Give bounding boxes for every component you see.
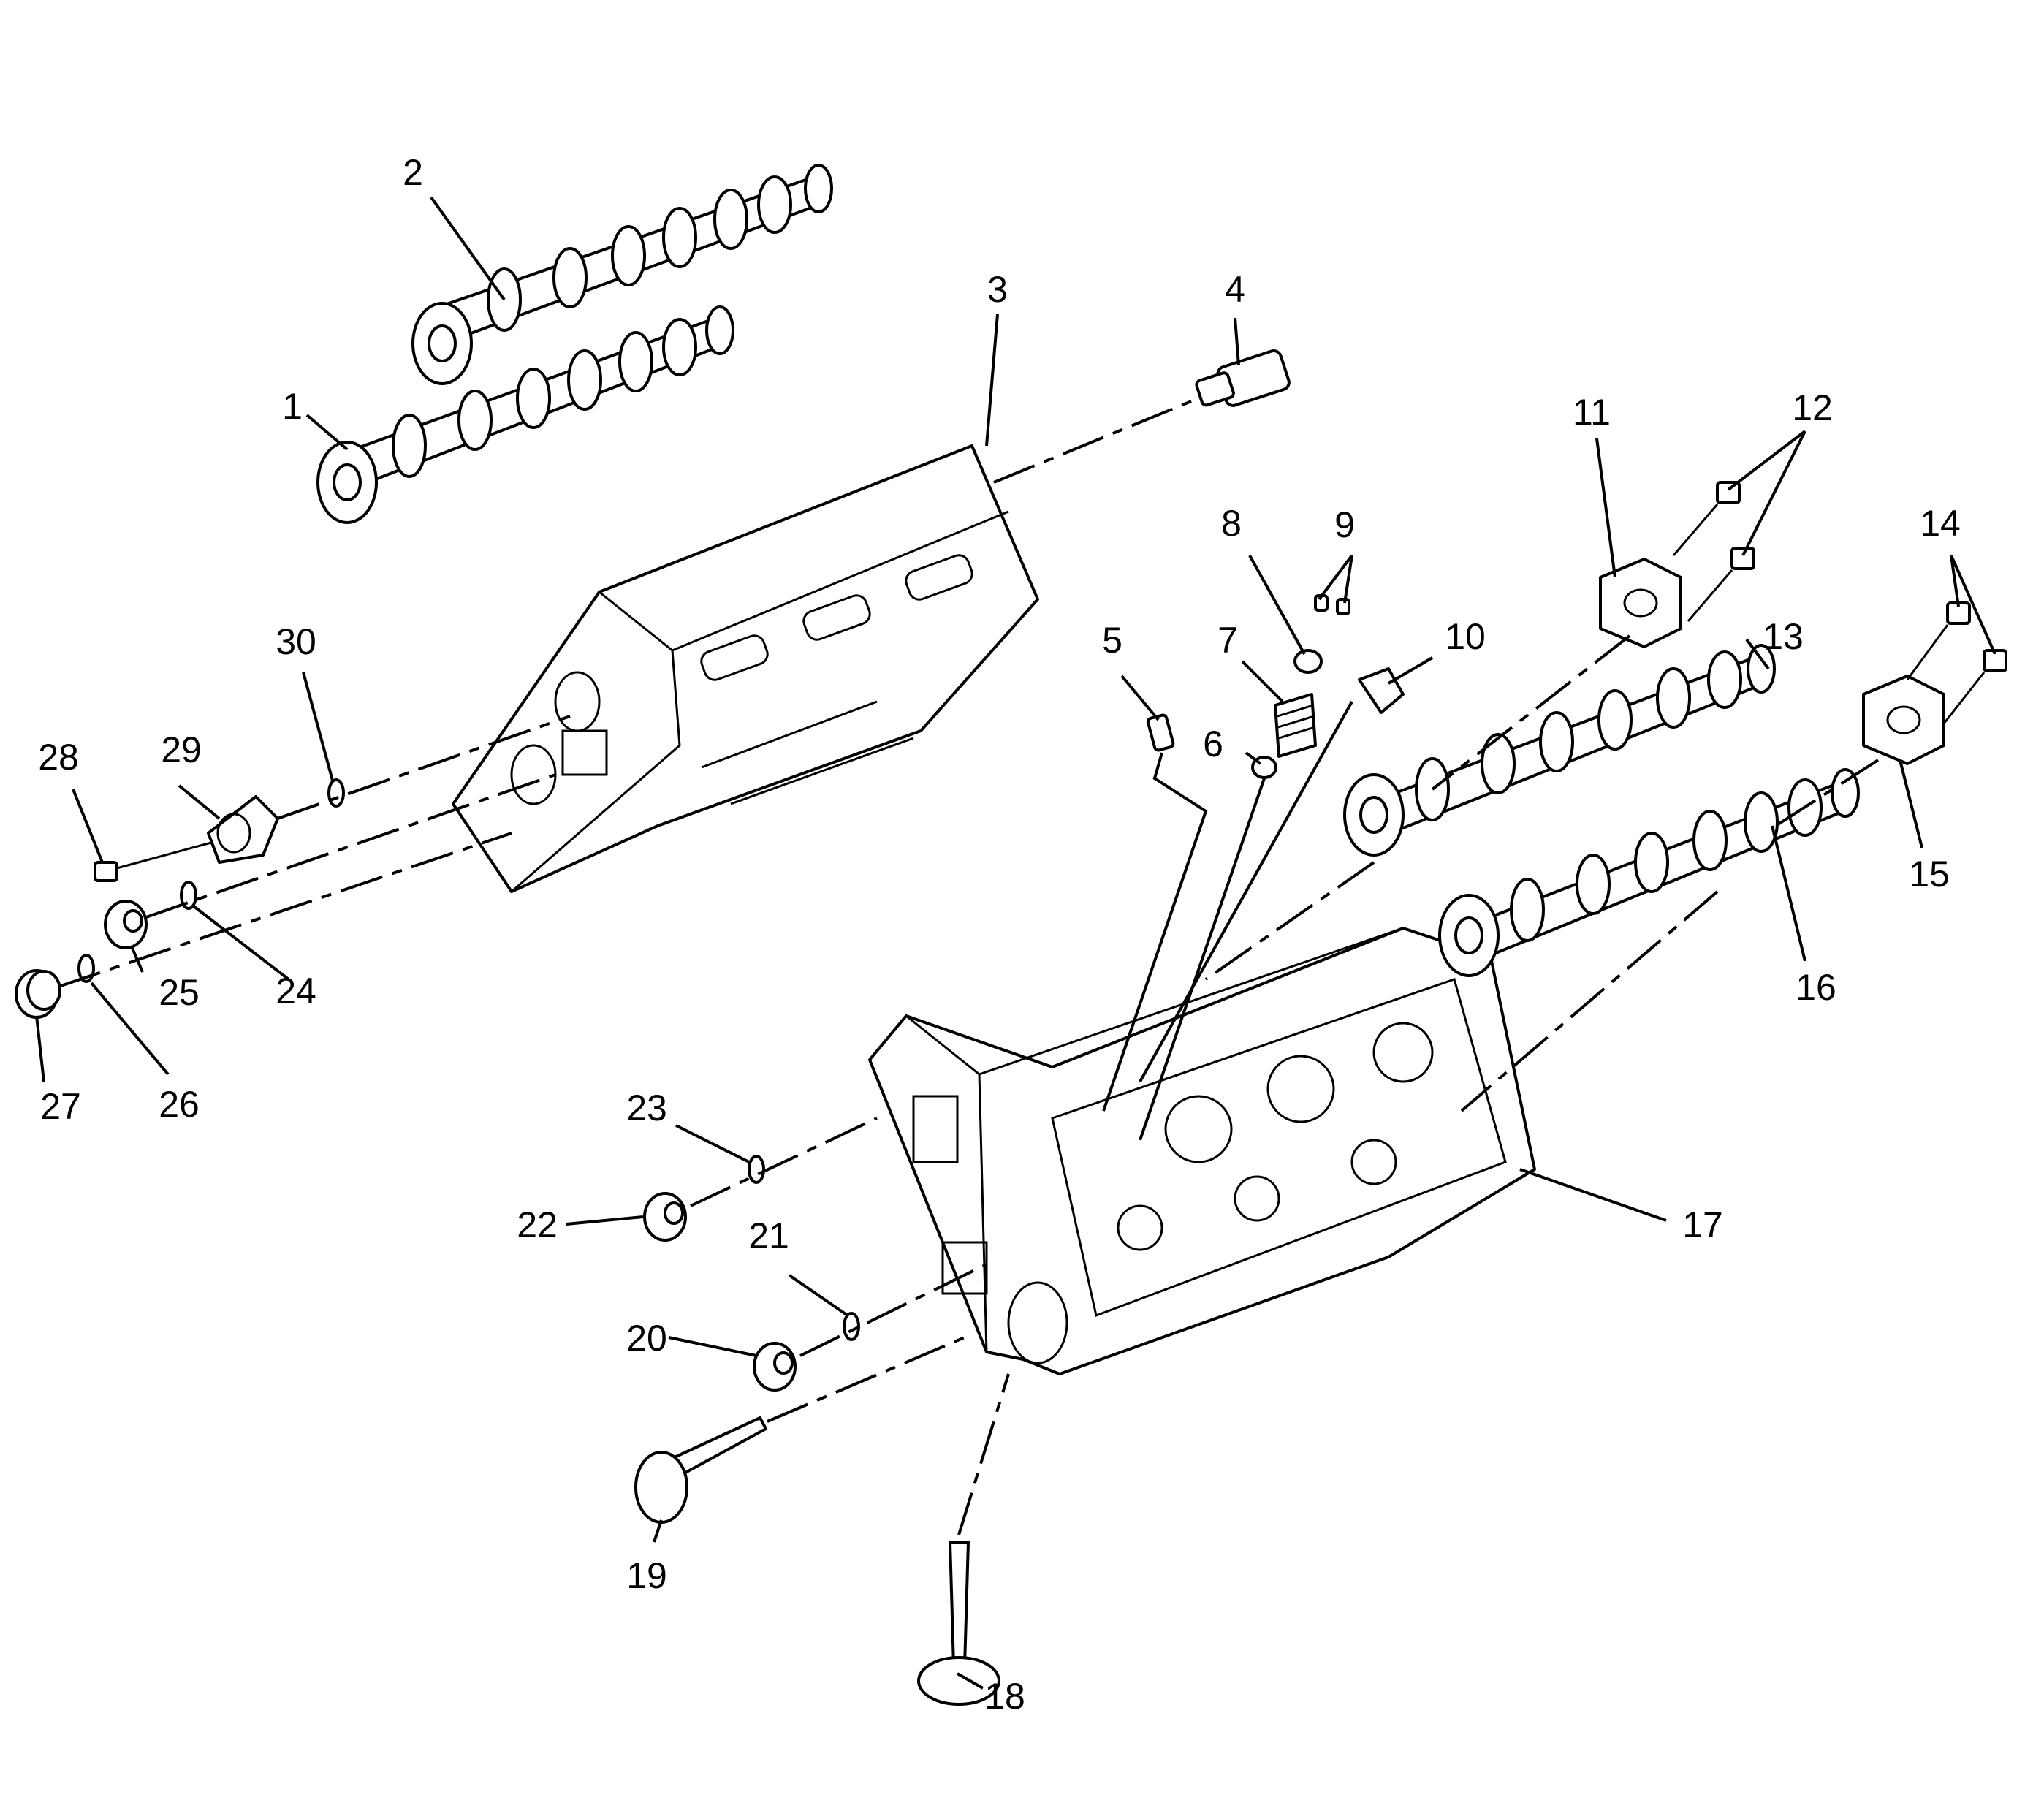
- callout-leaders: [35, 196, 1996, 1690]
- callout-12: 12: [1792, 387, 1833, 428]
- valve-keepers-9: [1314, 594, 1350, 615]
- sensor-4: [1195, 349, 1291, 407]
- assembly-line-29: [277, 715, 571, 820]
- callout-24: 24: [276, 971, 316, 1011]
- callout-4: 4: [1225, 269, 1245, 310]
- callout-26: 26: [159, 1084, 200, 1125]
- plug-27: [15, 969, 61, 1019]
- assembly-line-18: [957, 1373, 1010, 1535]
- callout-5: 5: [1102, 620, 1122, 661]
- plug-25: [104, 900, 148, 949]
- camshaft-2: [411, 164, 833, 385]
- assembly-line-16: [1460, 890, 1719, 1112]
- callout-28: 28: [38, 737, 79, 778]
- callout-11: 11: [1573, 392, 1611, 433]
- callout-30: 30: [276, 621, 316, 662]
- valve-spring-7: [1274, 693, 1317, 758]
- assembly-line-10: [1139, 701, 1353, 1082]
- valve-retainer-8: [1293, 649, 1323, 674]
- cylinder-head-left: [452, 444, 1039, 893]
- callout-23: 23: [626, 1087, 667, 1128]
- assembly-line-27: [58, 832, 512, 988]
- callout-2: 2: [403, 152, 423, 193]
- assembly-line-6: [1139, 778, 1266, 1141]
- callout-17: 17: [1682, 1204, 1723, 1245]
- callout-27: 27: [40, 1086, 81, 1127]
- assembly-line-20: [799, 1263, 987, 1357]
- rocker-arm-10: [1358, 667, 1405, 714]
- bolt-28: [94, 839, 220, 882]
- assembly-line-15: [1774, 759, 1880, 827]
- lash-adjuster-5: [1146, 713, 1175, 752]
- camshaft-cap-15: [1862, 675, 1945, 765]
- camshaft-cap-11: [1599, 558, 1682, 648]
- callout-3: 3: [987, 269, 1008, 310]
- callout-19: 19: [626, 1555, 667, 1596]
- callout-16: 16: [1796, 967, 1836, 1008]
- assembly-line-25: [145, 773, 556, 919]
- cylinder-head-right: [868, 927, 1536, 1375]
- seal-21: [843, 1312, 860, 1341]
- plug-22: [643, 1192, 687, 1242]
- valve-19: [634, 1416, 767, 1524]
- callout-14: 14: [1920, 503, 1961, 544]
- callout-18: 18: [984, 1676, 1025, 1717]
- camshaft-1: [316, 305, 734, 524]
- callout-21: 21: [748, 1215, 789, 1256]
- callout-13: 13: [1763, 616, 1804, 657]
- callout-6: 6: [1203, 724, 1223, 764]
- callout-7: 7: [1217, 620, 1238, 661]
- callout-10: 10: [1445, 616, 1486, 657]
- plug-20: [753, 1342, 797, 1392]
- valve-18: [917, 1541, 1000, 1706]
- callout-1: 1: [282, 386, 303, 427]
- camshaft-13: [1343, 644, 1776, 857]
- assembly-line-11: [1431, 634, 1631, 791]
- assembly-line-19: [767, 1336, 965, 1423]
- assembly-line-13: [1204, 861, 1375, 981]
- seal-30: [327, 778, 345, 808]
- callout-9: 9: [1334, 504, 1355, 545]
- callout-15: 15: [1909, 854, 1950, 895]
- callout-8: 8: [1221, 503, 1242, 544]
- callout-20: 20: [626, 1318, 667, 1359]
- callout-labels: 1 2 3 4 5 6 7 8 9 10 11 12 13 14 15 16 1…: [38, 152, 1961, 1717]
- seal-23: [748, 1155, 765, 1184]
- assembly-line-22: [690, 1117, 878, 1207]
- bolts-12: [1672, 481, 1755, 622]
- assembly-line-5: [1102, 752, 1208, 1112]
- callout-22: 22: [517, 1204, 558, 1245]
- bracket-29: [207, 795, 279, 864]
- camshaft-16: [1438, 768, 1860, 977]
- callout-29: 29: [161, 729, 202, 770]
- seal-24: [180, 881, 197, 910]
- assembly-line-4: [993, 397, 1199, 484]
- callout-25: 25: [159, 972, 200, 1013]
